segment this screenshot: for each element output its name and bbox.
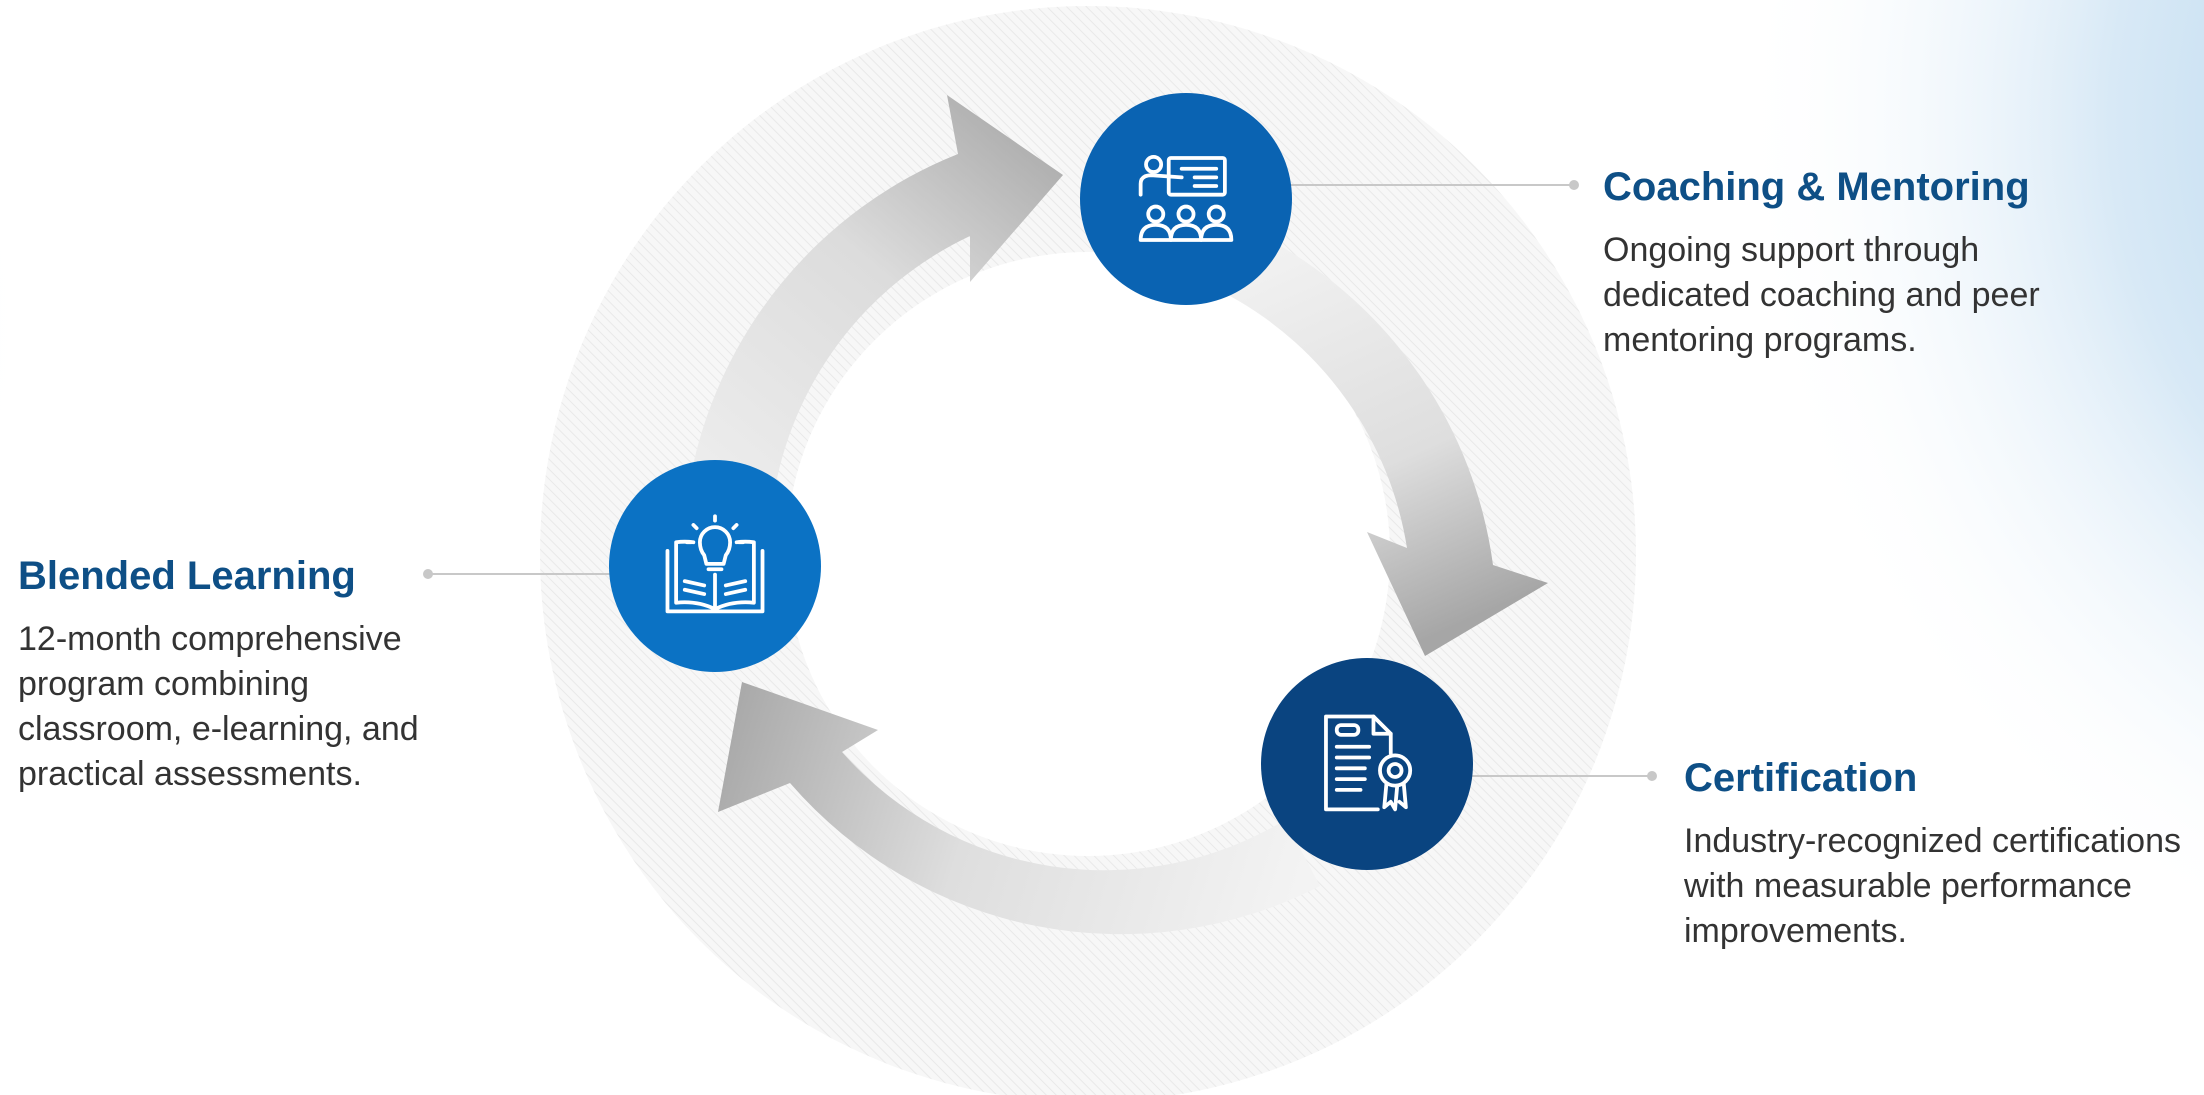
step-certification-title: Certification — [1684, 756, 1918, 800]
node-blended — [609, 460, 821, 672]
presenter-audience-icon — [1138, 154, 1234, 242]
background-blue-glow — [1620, 0, 2204, 1020]
connector-certification — [1470, 771, 1657, 781]
step-coaching: Coaching & Mentoring Ongoing support thr… — [1603, 162, 2123, 363]
cycle-arrow-bottom — [718, 682, 1320, 935]
certificate-award-icon — [1324, 714, 1413, 812]
node-certification — [1261, 658, 1473, 870]
connector-blended — [423, 569, 611, 579]
step-blended-title: Blended Learning — [18, 554, 356, 598]
step-blended: Blended Learning 12-month comprehensive … — [18, 551, 458, 797]
step-certification-description: Industry-recognized certifications with … — [1684, 822, 2182, 950]
cycle-arrow-top — [690, 95, 1063, 500]
step-blended-description: 12-month comprehensive program combining… — [18, 620, 419, 793]
open-book-lightbulb-icon — [665, 514, 765, 614]
background-grey-glow — [0, 70, 160, 590]
step-coaching-description: Ongoing support through dedicated coachi… — [1603, 231, 2040, 359]
node-coaching — [1080, 93, 1292, 305]
step-certification: Certification Industry-recognized certif… — [1684, 753, 2184, 954]
connector-coaching — [1290, 180, 1579, 190]
step-coaching-title: Coaching & Mentoring — [1603, 165, 2030, 209]
cycle-arrow-right — [1230, 240, 1548, 656]
